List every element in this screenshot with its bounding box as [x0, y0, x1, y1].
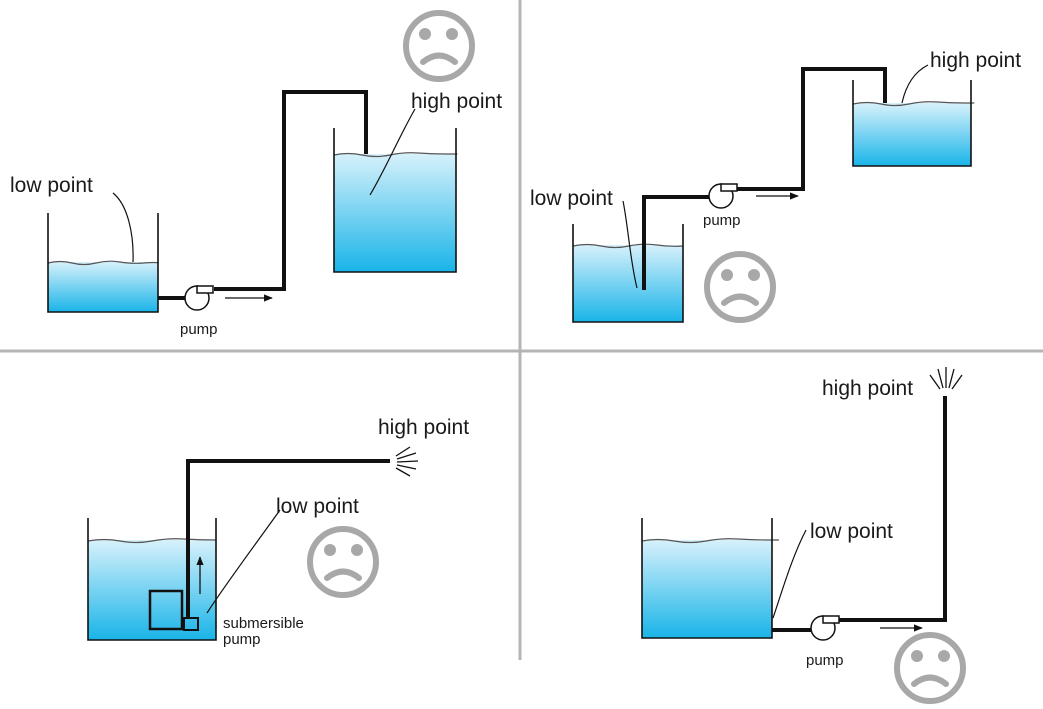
submersible-pump-body — [148, 589, 184, 631]
lower-tank-water — [573, 245, 683, 322]
high-point-label: high point — [411, 90, 502, 113]
pipe-bottom-right — [772, 396, 947, 632]
pipe-top-right — [642, 67, 887, 290]
pipe-top-left — [158, 90, 368, 300]
low-point-label: low point — [810, 520, 893, 543]
tank — [87, 518, 217, 641]
sad-face-icon — [894, 632, 966, 704]
pump-label: pump — [703, 212, 741, 229]
pump-label: pump — [180, 321, 218, 338]
centrifugal-pump-icon — [810, 615, 840, 641]
lower-tank — [47, 213, 159, 313]
upper-tank-water — [853, 103, 971, 166]
submersible-pump-label-line2: pump — [223, 631, 261, 648]
high-point-label: high point — [930, 49, 1021, 72]
panel-top-left: low point high point pump — [10, 10, 502, 338]
submersible-pump-label-line1: submersible — [223, 615, 304, 632]
low-point-label: low point — [276, 495, 359, 518]
sad-face-icon — [307, 526, 379, 598]
water-spray-icon — [929, 367, 963, 390]
submersible-pump-intake — [183, 617, 199, 631]
tank — [641, 518, 773, 639]
upper-tank — [852, 80, 972, 167]
high-point-label: high point — [822, 377, 913, 400]
water-spray-icon — [395, 446, 419, 477]
panel-top-right: low point high point pump — [530, 49, 1021, 323]
centrifugal-pump-icon — [708, 183, 738, 209]
high-point-label: high point — [378, 416, 469, 439]
lower-tank-water — [48, 262, 158, 312]
upper-tank-water — [334, 154, 456, 272]
tank-water — [642, 540, 772, 638]
panel-bottom-right: high point low point pump — [641, 367, 966, 704]
sad-face-icon — [704, 251, 776, 323]
low-point-label: low point — [530, 187, 613, 210]
sad-face-icon — [403, 10, 475, 82]
low-point-label: low point — [10, 174, 93, 197]
panel-bottom-left: high point low point submersible pump — [87, 416, 469, 648]
upper-tank — [333, 128, 457, 273]
pump-label: pump — [806, 652, 844, 669]
centrifugal-pump-icon — [184, 285, 214, 311]
lower-tank — [572, 224, 684, 323]
pipe-bottom-left — [186, 459, 390, 618]
